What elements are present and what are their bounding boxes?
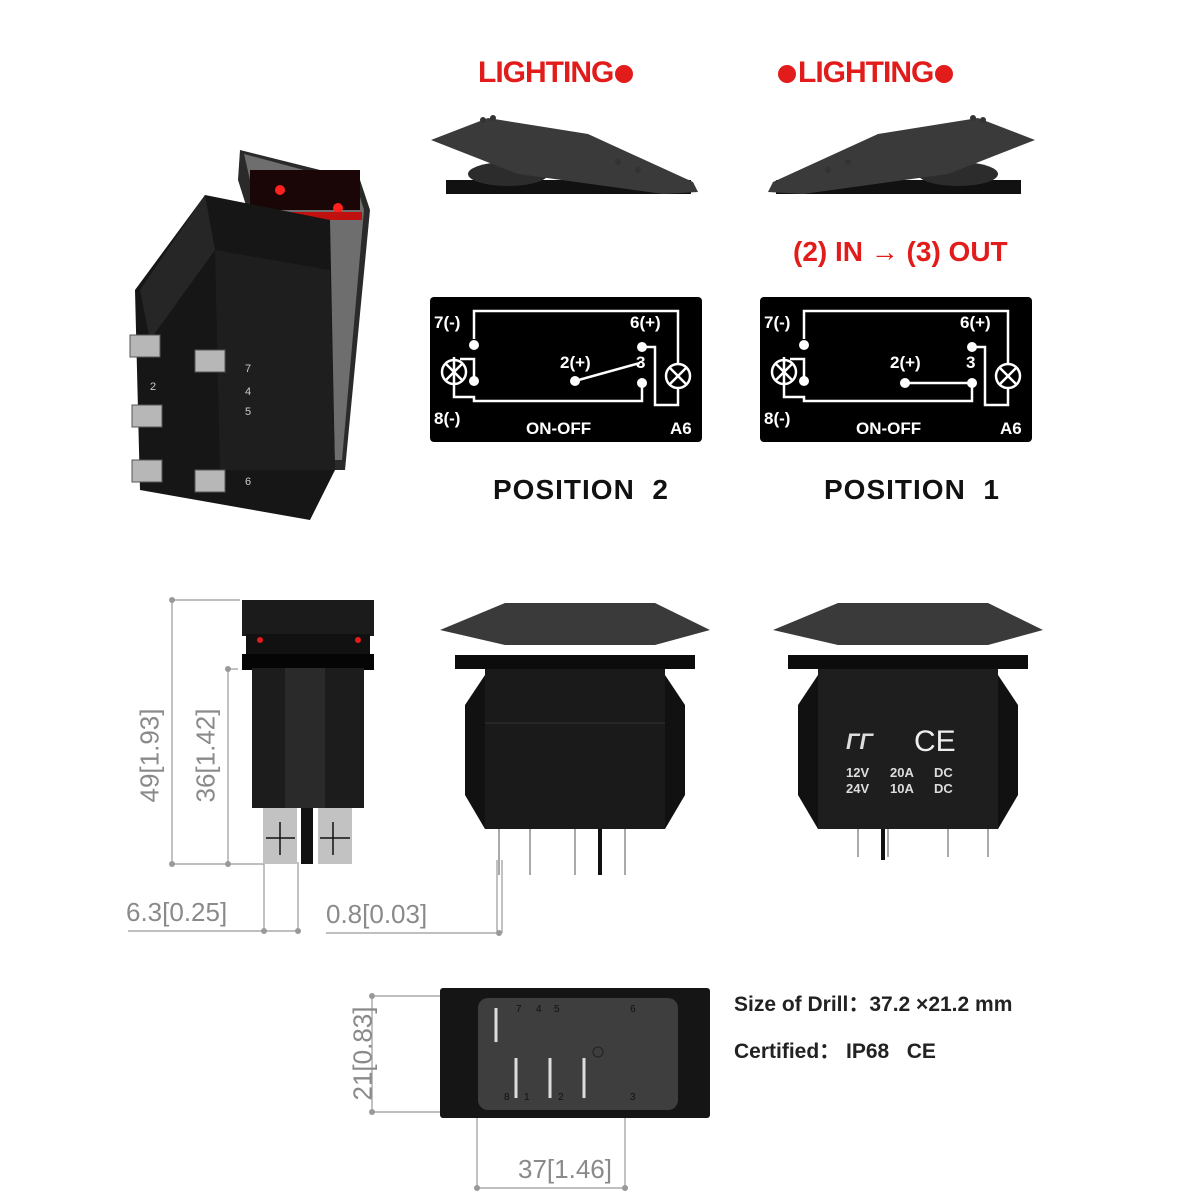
pin-3-label: 3	[636, 353, 646, 372]
rating-type-2: DC	[934, 781, 953, 796]
terminal-width-dimension: 6.3[0.25]	[126, 897, 228, 927]
pin-3-label: 3	[966, 353, 976, 372]
wiring-schematic-position-1: 7(-) 6(+) 2(+) 3 8(-) ON-OFF A6	[760, 297, 1032, 442]
svg-text:3: 3	[630, 1092, 636, 1103]
side-view-labeled-drawing: ГГ CE 12V 20A DC 24V 10A DC	[768, 595, 1048, 890]
ce-mark-icon: CE	[914, 725, 956, 758]
lighting-text: LIGHTING	[478, 56, 614, 89]
product-photo: 7 2 4 5 6	[120, 140, 400, 530]
pin-7-label: 7(-)	[764, 313, 791, 332]
total-height-dimension: 49[1.93]	[134, 708, 165, 803]
cutout-height-dimension: 21[0.83]	[347, 1006, 378, 1101]
pin-6-label: 6(+)	[630, 313, 661, 332]
wiring-schematic-position-2: 7(-) 6(+) 2(+) 3 8(-) ON-OFF A6	[430, 297, 702, 442]
mode-label: ON-OFF	[526, 419, 592, 438]
lighting-text: LIGHTING	[798, 56, 934, 89]
current-flow-label: (2) IN → (3) OUT	[793, 236, 1008, 267]
lighting-label-left: LIGHTING	[478, 56, 635, 90]
svg-text:6: 6	[245, 476, 251, 488]
svg-text:6: 6	[630, 1004, 636, 1015]
svg-text:4: 4	[245, 386, 251, 398]
rocker-side-position-1	[758, 112, 1038, 207]
lighting-dot-icon	[615, 65, 634, 84]
rating-voltage-1: 12V	[846, 765, 870, 780]
lighting-dot-icon	[935, 65, 954, 84]
cutout-width-dimension: 37[1.46]	[518, 1154, 612, 1184]
svg-text:7: 7	[516, 1004, 522, 1015]
svg-text:4: 4	[536, 1004, 542, 1015]
code-label: A6	[1000, 419, 1022, 438]
rating-voltage-2: 24V	[846, 781, 870, 796]
code-label: A6	[670, 419, 692, 438]
pin-6-label: 6(+)	[960, 313, 991, 332]
svg-text:5: 5	[554, 1004, 560, 1015]
rear-view-drawing: 7 4 5 6 8 1 2 3 21[0.83] 37[1.46]	[340, 980, 720, 1195]
certification-spec: Certified： IP68 CE	[734, 1040, 936, 1063]
position-1-label: POSITION 1	[824, 474, 1000, 505]
svg-text:1: 1	[524, 1092, 530, 1103]
rating-type-1: DC	[934, 765, 953, 780]
rating-current-2: 10A	[890, 781, 914, 796]
svg-text:8: 8	[504, 1092, 510, 1103]
pin-7-label: 7(-)	[434, 313, 461, 332]
pin-2-label: 2(+)	[890, 353, 921, 372]
side-view-drawing	[435, 595, 715, 890]
svg-text:7: 7	[245, 363, 251, 375]
rocker-side-position-2	[428, 112, 708, 207]
mode-label: ON-OFF	[856, 419, 922, 438]
svg-text:2: 2	[558, 1092, 564, 1103]
pin-8-label: 8(-)	[764, 409, 791, 428]
lighting-dot-icon	[778, 65, 796, 84]
position-2-label: POSITION 2	[493, 474, 669, 505]
body-height-dimension: 36[1.42]	[190, 708, 221, 803]
pin-2-label: 2(+)	[560, 353, 591, 372]
svg-text:2: 2	[150, 381, 156, 393]
rating-current-1: 20A	[890, 765, 914, 780]
svg-text:5: 5	[245, 406, 251, 418]
lighting-label-right: LIGHTING	[776, 56, 955, 90]
front-view-drawing: 49[1.93] 36[1.42] 6.3[0.25] 0.8[0.03]	[120, 590, 520, 950]
pin-8-label: 8(-)	[434, 409, 461, 428]
drill-size-spec: Size of Drill：37.2 ×21.2 mm	[734, 993, 1013, 1016]
terminal-thickness-dimension: 0.8[0.03]	[326, 899, 428, 929]
brand-logo-icon: ГГ	[846, 729, 874, 754]
